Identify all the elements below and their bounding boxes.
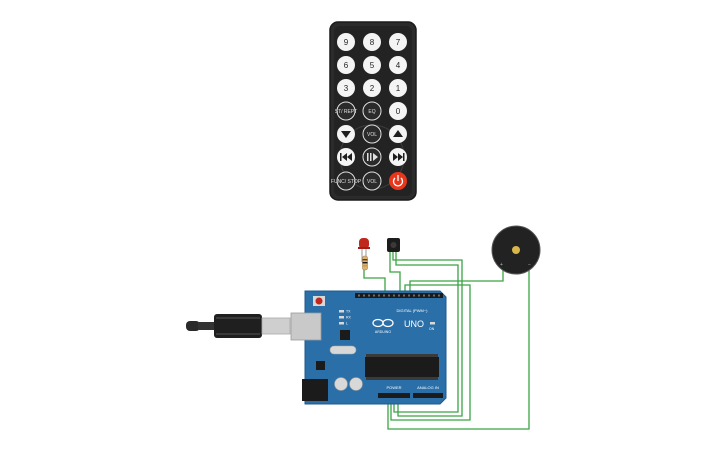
power-header	[378, 393, 410, 398]
capacitor-1	[334, 377, 348, 391]
digital-header-pins	[358, 294, 440, 297]
power-icon	[392, 177, 404, 187]
arduino-uno-board[interactable]: DIGITAL (PWM~) TX RX L ARDUINO UNO ON	[290, 290, 447, 405]
wires	[363, 252, 530, 430]
remote-key-st-rept[interactable]: ST/ REPT	[335, 101, 358, 121]
svg-text:5: 5	[370, 61, 375, 70]
remote-key-play-pause[interactable]	[362, 147, 382, 167]
remote-key-vol-plus[interactable]: VOL	[362, 171, 382, 191]
rewind-icon	[340, 153, 352, 161]
piezo-buzzer[interactable]: + −	[491, 225, 541, 275]
crystal-oscillator	[329, 345, 357, 355]
svg-text:+: +	[500, 262, 503, 268]
svg-text:3: 3	[344, 84, 349, 93]
wire-ir-digital[interactable]	[390, 284, 471, 421]
svg-text:−: −	[528, 262, 531, 268]
svg-text:2: 2	[370, 84, 375, 93]
power-jack	[302, 379, 328, 401]
svg-text:ANALOG IN: ANALOG IN	[417, 385, 439, 390]
remote-key-7[interactable]: 7	[389, 33, 407, 51]
svg-text:FUNC/ STOP: FUNC/ STOP	[331, 179, 362, 185]
svg-text:EQ: EQ	[368, 109, 375, 115]
svg-text:TX: TX	[346, 310, 351, 314]
svg-text:VOL: VOL	[367, 132, 377, 138]
remote-key-1[interactable]: 1	[389, 79, 407, 97]
usb-b-port	[290, 312, 322, 341]
svg-text:VOL: VOL	[367, 179, 377, 185]
remote-key-5[interactable]: 5	[363, 56, 381, 74]
svg-text:8: 8	[370, 38, 375, 47]
svg-text:DIGITAL (PWM~): DIGITAL (PWM~)	[397, 308, 429, 313]
svg-text:ST/ REPT: ST/ REPT	[335, 109, 358, 115]
wire-ir-signal[interactable]	[392, 252, 463, 417]
svg-text:0: 0	[396, 107, 401, 116]
remote-key-power[interactable]	[389, 172, 407, 190]
on-led	[430, 322, 435, 325]
forward-icon	[393, 153, 405, 161]
svg-text:POWER: POWER	[386, 385, 401, 390]
remote-key-8[interactable]: 8	[363, 33, 381, 51]
remote-key-vol-minus[interactable]: VOL	[362, 124, 382, 144]
svg-text:ARDUINO: ARDUINO	[375, 330, 391, 334]
remote-key-2[interactable]: 2	[363, 79, 381, 97]
usb-cable[interactable]	[186, 314, 291, 338]
wire-ir-gnd[interactable]	[389, 252, 401, 292]
svg-text:4: 4	[396, 61, 401, 70]
remote-key-up[interactable]	[389, 125, 407, 143]
remote-key-0[interactable]: 0	[389, 102, 407, 120]
play-pause-icon	[367, 153, 378, 161]
remote-key-down[interactable]	[337, 125, 355, 143]
svg-text:L: L	[346, 322, 348, 326]
arrow-down-icon	[341, 131, 351, 138]
svg-text:9: 9	[344, 38, 349, 47]
svg-text:ON: ON	[429, 327, 435, 331]
wire-buzzer-positive[interactable]	[409, 263, 504, 292]
ir-receiver[interactable]	[387, 238, 400, 252]
svg-text:6: 6	[344, 61, 349, 70]
svg-text:RX: RX	[346, 316, 352, 320]
remote-key-9[interactable]: 9	[337, 33, 355, 51]
remote-key-forward[interactable]	[389, 148, 407, 166]
remote-key-func-stop[interactable]: FUNC/ STOP	[331, 171, 362, 191]
remote-key-6[interactable]: 6	[337, 56, 355, 74]
ir-remote[interactable]: 9 8 7 6 5 4 3 2	[329, 21, 417, 201]
remote-key-rewind[interactable]	[337, 148, 355, 166]
wire-buzzer-negative[interactable]	[387, 263, 530, 430]
atmega-chip	[365, 354, 439, 380]
red-led[interactable]	[358, 238, 370, 262]
arrow-up-icon	[393, 130, 403, 137]
svg-text:7: 7	[396, 38, 401, 47]
remote-key-3[interactable]: 3	[337, 79, 355, 97]
resistor[interactable]	[362, 255, 368, 271]
wire-ir-vcc[interactable]	[393, 252, 459, 413]
remote-key-4[interactable]: 4	[389, 56, 407, 74]
usb-chip	[340, 330, 350, 340]
remote-key-eq[interactable]: EQ	[362, 101, 382, 121]
status-leds: TX RX L	[339, 310, 352, 326]
svg-text:UNO: UNO	[404, 319, 424, 329]
voltage-regulator	[316, 361, 325, 370]
arduino-logo: ARDUINO	[372, 318, 394, 334]
capacitor-2	[349, 377, 363, 391]
analog-header	[413, 393, 443, 398]
svg-text:1: 1	[396, 84, 401, 93]
reset-button[interactable]	[313, 296, 325, 306]
